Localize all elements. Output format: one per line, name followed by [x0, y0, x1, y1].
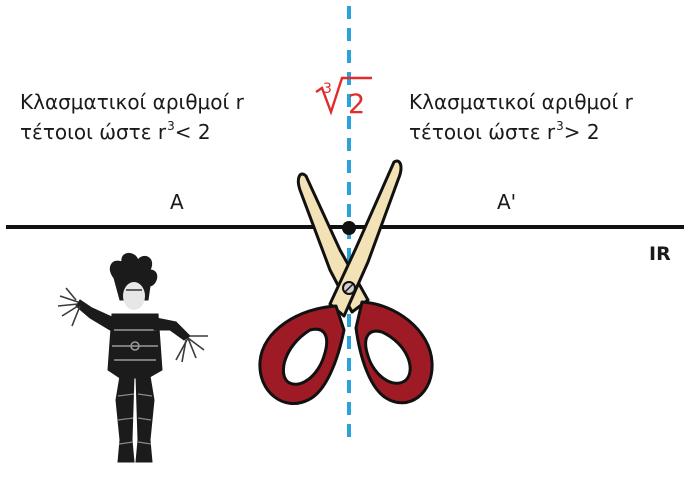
right-caption-line1: Κλασματικοί αριθμοί r: [409, 90, 633, 114]
left-caption-line1: Κλασματικοί αριθμοί r: [20, 90, 244, 114]
root-index: 3: [323, 81, 332, 97]
scissors-icon: [258, 159, 434, 406]
radicand: 2: [348, 89, 365, 120]
cut-point: [342, 221, 356, 235]
reals-label: IR: [649, 243, 671, 265]
left-caption-line2: τέτοιοι ώστε r3< 2: [20, 117, 244, 150]
set-a-prime-label: A': [497, 190, 517, 214]
left-caption-text: τέτοιοι ώστε r: [20, 120, 167, 144]
right-caption-line2: τέτοιοι ώστε r3> 2: [409, 117, 633, 150]
left-caption-inequality: < 2: [174, 120, 211, 144]
right-caption-inequality: > 2: [563, 120, 600, 144]
left-set-caption: Κλασματικοί αριθμοί r τέτοιοι ώστε r3< 2: [20, 87, 244, 150]
right-set-caption: Κλασματικοί αριθμοί r τέτοιοι ώστε r3> 2: [409, 87, 633, 150]
left-caption-exponent: 3: [167, 119, 175, 133]
set-a-label: A: [170, 190, 184, 214]
cube-root-symbol: 3 2: [315, 76, 372, 120]
edward-scissorhands-figure: [57, 253, 208, 463]
radical-sign: [315, 76, 372, 116]
right-caption-text: τέτοιοι ώστε r: [409, 120, 556, 144]
right-caption-exponent: 3: [556, 119, 564, 133]
